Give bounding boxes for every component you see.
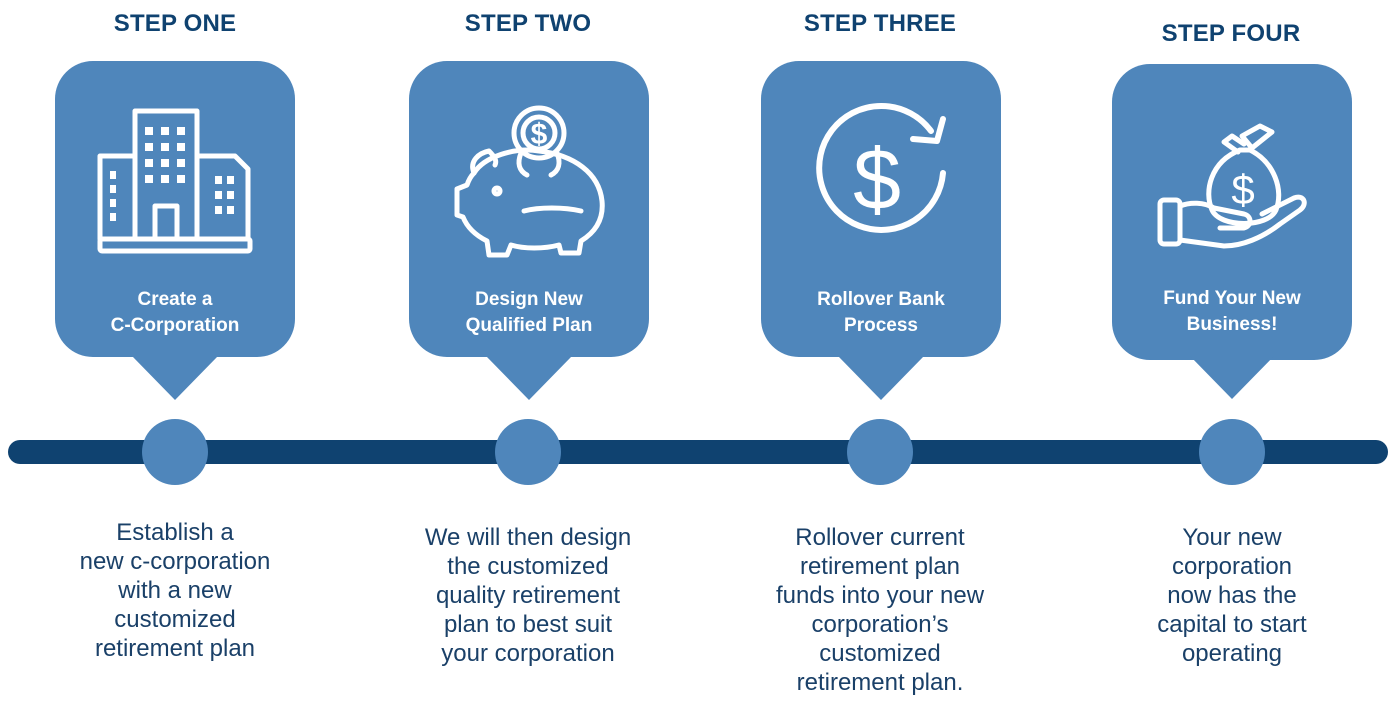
step-one-card: Create a C-Corporation (55, 61, 295, 357)
step-two-timeline-node (495, 419, 561, 485)
svg-text:$: $ (853, 132, 901, 228)
piggy-bank-coin-icon: $ (454, 105, 605, 258)
step-two-label-line-1: Design New (475, 289, 583, 310)
step-four-card: $ Fund Your New Business! (1112, 64, 1352, 360)
step-three-card: $ Rollover Bank Process (761, 61, 1001, 357)
step-four-title: STEP FOUR (1161, 20, 1301, 47)
step-one-card-pointer (132, 356, 218, 400)
dollar-rollover-icon: $ (816, 102, 946, 233)
step-four-label-line-2: Business! (1186, 314, 1278, 335)
step-two-label-line-2: Qualified Plan (465, 315, 593, 336)
step-three-description: Rollover current retirement plan funds i… (775, 524, 985, 696)
step-one-timeline-node (142, 419, 208, 485)
step-two-card-pointer (486, 356, 572, 400)
svg-text:$: $ (1231, 166, 1254, 213)
office-building-icon (97, 108, 253, 254)
step-two-description: We will then design the customized quali… (424, 524, 632, 667)
step-three-card-pointer (838, 356, 924, 400)
step-three-title: STEP THREE (803, 10, 957, 37)
step-three-label-line-1: Rollover Bank (817, 289, 945, 310)
svg-text:$: $ (531, 118, 548, 151)
step-one-description: Establish a new c-corporation with a new… (79, 519, 271, 662)
step-two-title: STEP TWO (464, 10, 592, 37)
step-four-description: Your new corporation now has the capital… (1157, 524, 1307, 667)
step-two-card: $ Design New Qualified Plan (409, 61, 649, 357)
timeline-line (8, 440, 1388, 464)
step-four-timeline-node (1199, 419, 1265, 485)
step-four-card-pointer (1189, 355, 1275, 399)
step-one-title: STEP ONE (113, 10, 237, 37)
step-one-label-line-2: C-Corporation (110, 315, 240, 336)
step-three-timeline-node (847, 419, 913, 485)
hand-money-bag-icon: $ (1157, 123, 1307, 249)
step-four-label-line-1: Fund Your New (1163, 288, 1301, 309)
step-one-label-line-1: Create a (137, 289, 213, 310)
step-three-label-line-2: Process (844, 315, 918, 336)
